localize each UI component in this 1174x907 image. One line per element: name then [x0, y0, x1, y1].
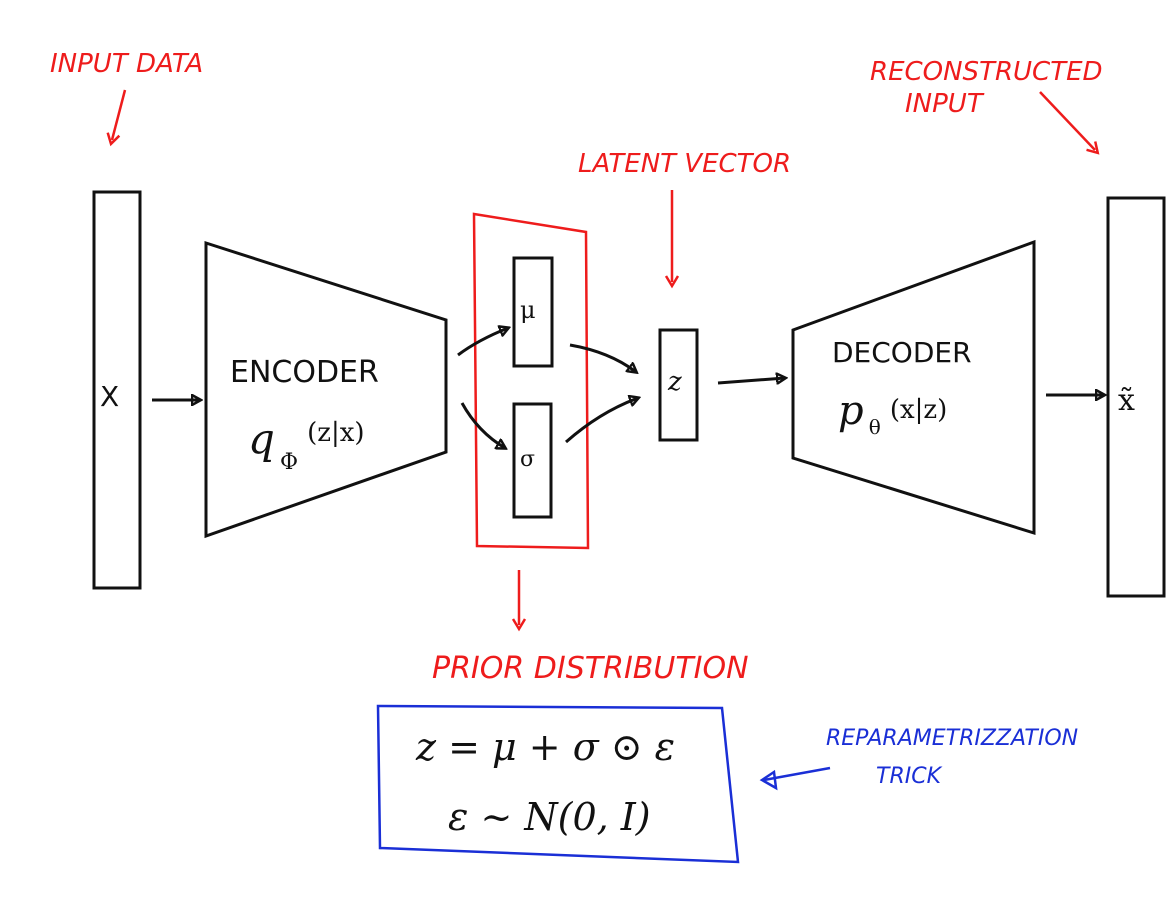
z-to-decoder-arrow [717, 378, 785, 383]
encoder-to-mu-arrow [457, 328, 508, 357]
prior-distribution-label: PRIOR DISTRIBUTION [432, 651, 749, 686]
reparam-arrow-head [759, 769, 778, 791]
latent-z-block [658, 328, 699, 442]
sigma-to-z-arrow [565, 398, 638, 444]
encoder-trapezoid [204, 240, 448, 539]
input-data-arrow [106, 89, 127, 147]
input-data-label: INPUT DATA [50, 49, 203, 79]
encoder-name: ENCODER [230, 355, 379, 390]
mu-label: μ [520, 296, 536, 324]
encoder-function-args: (z|x) [307, 418, 364, 448]
formula-line1: z = μ + σ ⊙ ε [415, 725, 675, 769]
encoder-function: q Φ (z|x) [248, 414, 365, 475]
mu-block [512, 256, 554, 368]
distribution-highlight-box [472, 212, 590, 550]
output-block [1106, 196, 1166, 598]
formula-line2: ε ~ N(0, I) [448, 795, 651, 839]
reconstructed-arrow [1039, 91, 1100, 155]
encoder-function-subscript: Φ [280, 450, 298, 475]
encoder-function-name: q [248, 414, 275, 463]
sigma-block [512, 402, 553, 519]
decoder-function-name: p [838, 388, 864, 434]
reconstructed-label-line1: RECONSTRUCTED [870, 57, 1103, 87]
reparam-label-line1: REPARAMETRIZZATION [826, 726, 1078, 751]
decoder-name: DECODER [832, 336, 972, 369]
decoder-function: p θ (x|z) [838, 388, 947, 439]
reconstructed-label-line2: INPUT [905, 89, 985, 119]
input-label: X [100, 380, 119, 413]
latent-vector-label: LATENT VECTOR [578, 149, 791, 179]
mu-to-z-arrow [569, 343, 636, 372]
decoder-trapezoid [791, 239, 1036, 536]
reparam-label-line2: TRICK [876, 764, 943, 789]
input-block [92, 190, 142, 590]
decoder-function-subscript: θ [869, 415, 881, 439]
encoder-to-sigma-arrow [460, 402, 505, 448]
latent-z-label: z [667, 367, 682, 397]
formula-box [376, 704, 740, 864]
sigma-label: σ [520, 447, 535, 472]
decoder-function-args: (x|z) [890, 395, 947, 425]
output-label: x̃ [1118, 383, 1135, 418]
